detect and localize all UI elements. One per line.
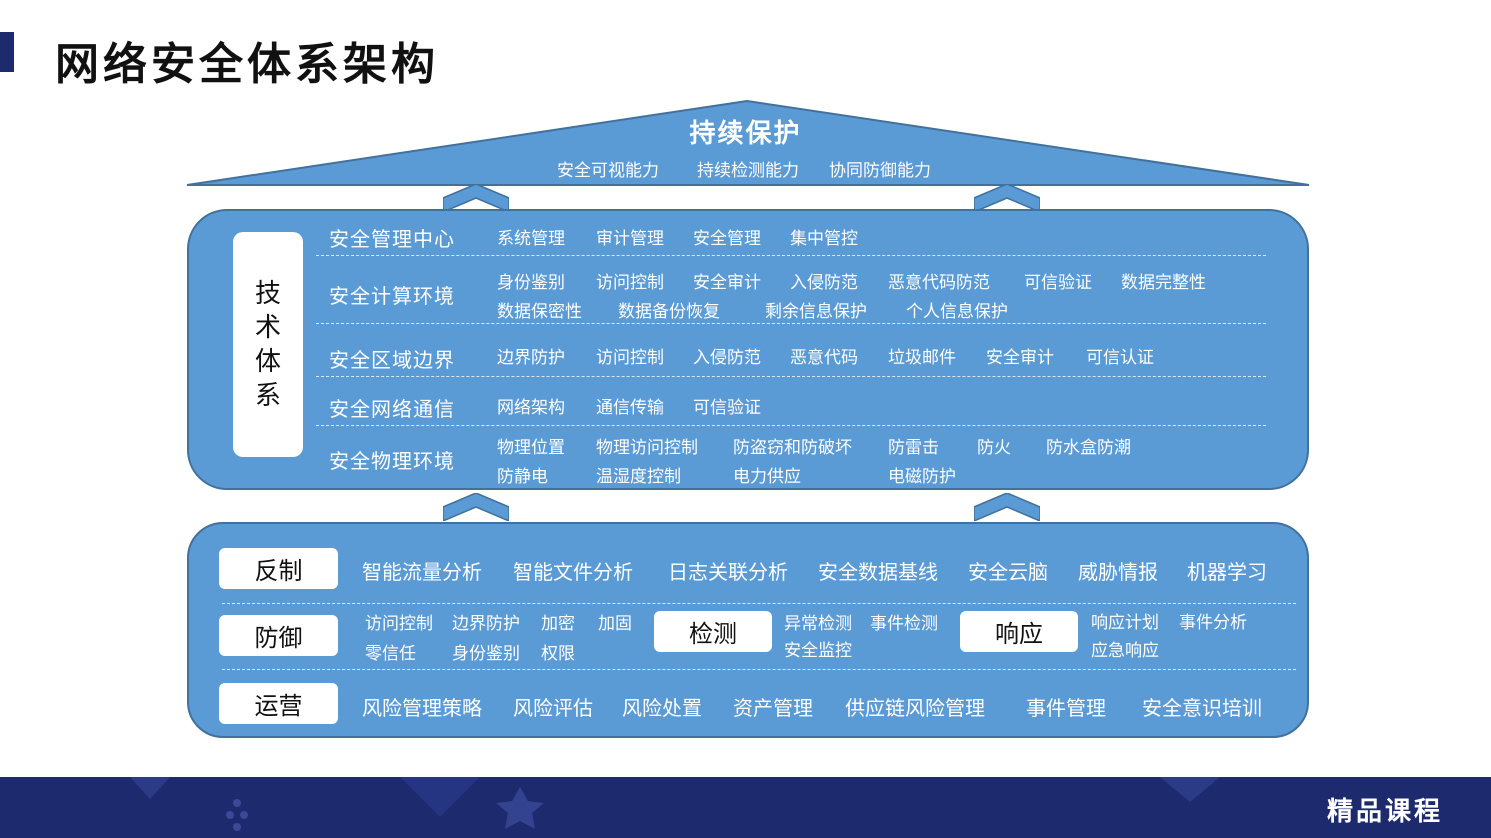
roof-title: 持续保护 — [689, 119, 802, 149]
tech-label-char: 系 — [254, 380, 281, 411]
counter-item: 智能文件分析 — [513, 560, 633, 584]
title-accent-bar — [0, 32, 14, 72]
up-chevron-icon — [974, 184, 1040, 212]
row-label-region-boundary: 安全区域边界 — [329, 348, 455, 372]
tech-item: 访问控制 — [596, 348, 664, 368]
operate-item: 事件管理 — [1026, 696, 1106, 720]
respond-item: 事件分析 — [1179, 613, 1247, 633]
counter-item: 威胁情报 — [1078, 560, 1158, 584]
tech-item: 可信认证 — [1086, 348, 1154, 368]
operate-label: 运营 — [219, 683, 338, 724]
tech-label-char: 体 — [254, 346, 281, 377]
divider — [316, 255, 1266, 256]
tech-item: 边界防护 — [497, 348, 565, 368]
tech-item: 身份鉴别 — [497, 273, 565, 293]
tech-item: 数据备份恢复 — [618, 302, 720, 322]
counter-item: 智能流量分析 — [362, 560, 482, 584]
tech-item: 温湿度控制 — [596, 467, 681, 487]
tech-label-char: 术 — [254, 312, 281, 343]
defense-label: 防御 — [219, 615, 338, 656]
roof-sub-2: 持续检测能力 — [697, 161, 799, 181]
tech-item: 防水盒防潮 — [1046, 438, 1131, 458]
tech-item: 入侵防范 — [790, 273, 858, 293]
defense-item: 权限 — [541, 644, 575, 664]
respond-label: 响应 — [960, 611, 1078, 652]
tech-item: 数据完整性 — [1121, 273, 1206, 293]
tech-item: 数据保密性 — [497, 302, 582, 322]
tech-item: 通信传输 — [596, 398, 664, 418]
tech-item: 物理位置 — [497, 438, 565, 458]
tech-item: 网络架构 — [497, 398, 565, 418]
operate-item: 风险管理策略 — [362, 696, 482, 720]
tech-system-label: 技 术 体 系 — [233, 232, 303, 457]
tech-item: 物理访问控制 — [596, 438, 698, 458]
footer-decoration — [130, 777, 1220, 831]
divider — [316, 425, 1266, 426]
defense-item: 访问控制 — [365, 614, 433, 634]
tech-label-char: 技 — [254, 278, 281, 309]
tech-item: 审计管理 — [596, 229, 664, 249]
up-chevron-icon — [443, 184, 509, 212]
tech-item: 入侵防范 — [693, 348, 761, 368]
tech-item: 访问控制 — [596, 273, 664, 293]
operate-item: 风险评估 — [513, 696, 593, 720]
defense-item: 身份鉴别 — [452, 644, 520, 664]
respond-item: 响应计划 — [1091, 613, 1159, 633]
detect-item: 异常检测 — [784, 614, 852, 634]
tech-item: 安全审计 — [986, 348, 1054, 368]
row-label-physical-env: 安全物理环境 — [329, 449, 455, 473]
divider — [222, 603, 1296, 604]
tech-item: 防雷击 — [888, 438, 939, 458]
defense-item: 加密 — [541, 614, 575, 634]
tech-item: 恶意代码 — [790, 348, 858, 368]
tech-item: 剩余信息保护 — [765, 302, 867, 322]
tech-item: 电力供应 — [733, 467, 801, 487]
counter-item: 安全数据基线 — [818, 560, 938, 584]
tech-item: 防火 — [977, 438, 1011, 458]
detect-label: 检测 — [654, 611, 772, 652]
respond-item: 应急响应 — [1091, 641, 1159, 661]
up-chevron-icon — [974, 493, 1040, 521]
roof-triangle — [186, 99, 1310, 186]
tech-item: 个人信息保护 — [906, 302, 1008, 322]
tech-item: 可信验证 — [693, 398, 761, 418]
row-label-compute-env: 安全计算环境 — [329, 284, 455, 308]
operate-item: 风险处置 — [622, 696, 702, 720]
tech-item: 防静电 — [497, 467, 548, 487]
operate-item: 资产管理 — [733, 696, 813, 720]
footer-text: 精品课程 — [1326, 797, 1443, 827]
footer-band: 精品课程 — [0, 777, 1491, 838]
tech-item: 集中管控 — [790, 229, 858, 249]
tech-item: 电磁防护 — [888, 467, 956, 487]
tech-item: 恶意代码防范 — [888, 273, 990, 293]
operate-item: 供应链风险管理 — [845, 696, 985, 720]
divider — [222, 669, 1296, 670]
detect-item: 安全监控 — [784, 641, 852, 661]
counter-label: 反制 — [219, 548, 338, 589]
tech-item: 安全管理 — [693, 229, 761, 249]
tech-item: 垃圾邮件 — [888, 348, 956, 368]
page-title: 网络安全体系架构 — [55, 39, 439, 90]
up-chevron-icon — [443, 493, 509, 521]
defense-item: 零信任 — [365, 644, 416, 664]
detect-item: 事件检测 — [870, 614, 938, 634]
divider — [316, 323, 1266, 324]
defense-item: 边界防护 — [452, 614, 520, 634]
counter-item: 日志关联分析 — [668, 560, 788, 584]
divider — [316, 376, 1266, 377]
defense-item: 加固 — [598, 614, 632, 634]
tech-item: 防盗窃和防破坏 — [733, 438, 852, 458]
tech-item: 可信验证 — [1024, 273, 1092, 293]
roof-sub-1: 安全可视能力 — [557, 161, 659, 181]
tech-item: 系统管理 — [497, 229, 565, 249]
row-label-network-comm: 安全网络通信 — [329, 397, 455, 421]
counter-item: 安全云脑 — [968, 560, 1048, 584]
counter-item: 机器学习 — [1187, 560, 1267, 584]
operate-item: 安全意识培训 — [1142, 696, 1262, 720]
roof-sub-3: 协同防御能力 — [829, 161, 931, 181]
tech-item: 安全审计 — [693, 273, 761, 293]
row-label-mgmt-center: 安全管理中心 — [329, 227, 455, 251]
